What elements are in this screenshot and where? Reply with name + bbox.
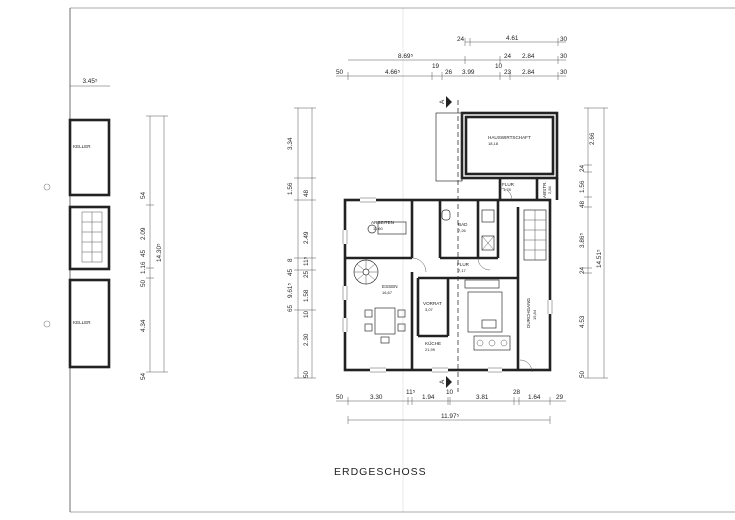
section-mark-top: A	[439, 99, 446, 104]
left-small-45: 45	[287, 268, 294, 276]
right-dim-266: 2.66	[589, 132, 596, 145]
room-area-essen: 16,67	[382, 290, 393, 295]
left-side-dim-1: 54	[140, 191, 147, 199]
left-side-dim-7: 54	[140, 372, 147, 380]
left-dim-334: 3.34	[287, 137, 294, 150]
top-dim-50: 50	[336, 69, 344, 76]
room-label-flur: FLUR	[457, 262, 470, 267]
left-side-total-dim: 14.30⁵	[156, 243, 163, 262]
room-labels: HAUSWIRTSCHAFT 18,18 FLUR 1,78 ABSTR. 2,…	[371, 135, 552, 352]
room-area-kueche: 21,99	[425, 347, 436, 352]
bottom-dim-330: 3.30	[370, 394, 383, 401]
top-dim-8695: 8.69⁵	[398, 53, 413, 60]
bottom-total-dim: 11.97⁵	[441, 413, 460, 420]
right-dim-156: 1.56	[579, 180, 586, 193]
left-small-8: 8	[287, 258, 294, 262]
room-area-durchgang: 15,84	[532, 309, 537, 320]
room-area-flur-small: 1,78	[503, 187, 512, 192]
room-label-abstellraum: ABSTR.	[542, 181, 547, 198]
room-label-flur-small: FLUR	[502, 182, 515, 187]
left-total-dim: 9.61⁵	[287, 283, 294, 298]
room-label-keller-upper: KELLER	[73, 144, 91, 149]
sheet-frame	[43, 7, 735, 513]
room-label-essen: ESSEN	[382, 284, 398, 289]
bottom-dim-194: 1.94	[422, 394, 435, 401]
top-dim-399: 3.99	[462, 69, 475, 76]
left-dim-249: 2.49	[303, 231, 310, 244]
top-dim-26: 26	[445, 69, 453, 76]
main-floor-plan: A A	[342, 96, 559, 392]
right-dimensions: 2.66 24 1.56 48 3.86⁵ 24 4.53 50 14.51⁵	[579, 107, 608, 379]
bottom-dim-28: 28	[513, 389, 521, 396]
top-dim-30b: 30	[560, 53, 568, 60]
bottom-dim-164: 1.64	[528, 394, 541, 401]
right-total-dim: 14.51⁵	[596, 249, 603, 268]
left-dim-158: 1.58	[303, 289, 310, 302]
room-label-hauswirtschaft: HAUSWIRTSCHAFT	[488, 135, 531, 140]
top-dim-284a: 2.84	[522, 53, 535, 60]
bottom-dim-29: 29	[556, 394, 564, 401]
room-area-flur: 7,17	[458, 268, 467, 273]
left-side-top-dim: 3.45⁵	[82, 78, 97, 85]
top-dim-10: 10	[495, 63, 503, 70]
right-dim-3865: 3.86⁵	[579, 233, 586, 248]
room-area-vorrat: 3,07	[425, 307, 434, 312]
room-label-arbeiten: ARBEITEN	[371, 220, 394, 225]
sheet-title: ERDGESCHOSS	[334, 466, 427, 478]
left-small-65: 65	[287, 304, 294, 312]
left-dim-115: 11⁵	[303, 256, 310, 266]
room-label-kueche: KÜCHE	[425, 340, 441, 346]
left-dim-48: 48	[303, 189, 310, 197]
right-dim-24b: 24	[579, 266, 586, 274]
top-dim-30c: 30	[560, 69, 568, 76]
room-label-bad: BAD	[458, 222, 468, 227]
left-side-dim-5: 50	[140, 279, 147, 287]
bottom-dim-50: 50	[336, 394, 344, 401]
top-dimensions: 24 4.61 30 8.69⁵ 24 2.84 30 50 4.66⁵ 19 …	[336, 35, 568, 80]
left-dim-50: 50	[303, 370, 310, 378]
bottom-dimensions: 50 3.30 11⁵ 1.94 10 3.81 28 1.64 29 11.9…	[336, 389, 566, 424]
top-dim-4665: 4.66⁵	[385, 69, 400, 76]
top-dim-461: 4.61	[506, 35, 519, 42]
top-dim-19: 19	[432, 63, 440, 70]
top-dim-24a: 24	[457, 36, 465, 43]
room-area-bad: 7,26	[458, 228, 467, 233]
left-dim-10: 10	[303, 310, 310, 318]
right-dim-50: 50	[579, 370, 586, 378]
room-area-abstellraum: 2,84	[547, 185, 552, 194]
neighbor-plan-keller: 3.45⁵ KELLER KELLER 54 2.09 45 1.16 50 4…	[68, 78, 168, 380]
top-dim-30a: 30	[560, 36, 568, 43]
room-label-durchgang: DURCHGANG	[526, 297, 531, 328]
right-dim-453: 4.53	[579, 315, 586, 328]
left-side-dim-3: 45	[140, 249, 147, 257]
bottom-dim-115: 11⁵	[406, 389, 416, 396]
right-dim-48: 48	[579, 200, 586, 208]
room-label-vorrat: VORRAT	[423, 301, 442, 306]
left-dim-230: 2.30	[303, 333, 310, 346]
right-dim-24a: 24	[579, 164, 586, 172]
room-area-hauswirtschaft: 18,18	[488, 141, 499, 146]
room-area-arbeiten: 11,60	[373, 226, 383, 231]
section-mark-bottom: A	[439, 379, 446, 384]
top-dim-284b: 2.84	[522, 69, 535, 76]
bottom-dim-10: 10	[446, 389, 454, 396]
top-dim-24b: 24	[504, 53, 512, 60]
left-dimensions: 3.34 1.56 48 2.49 11⁵ 25 1.58 10 2.30 50…	[287, 107, 316, 379]
bottom-dim-381: 3.81	[476, 394, 489, 401]
room-label-keller-lower: KELLER	[73, 320, 91, 325]
left-side-dim-4: 1.16	[140, 261, 147, 274]
left-dim-25: 25	[303, 270, 310, 278]
left-dim-156: 1.56	[287, 182, 294, 195]
left-side-dim-2: 2.09	[140, 227, 147, 240]
top-dim-23: 23	[504, 69, 512, 76]
left-side-dim-6: 4.34	[140, 319, 147, 332]
